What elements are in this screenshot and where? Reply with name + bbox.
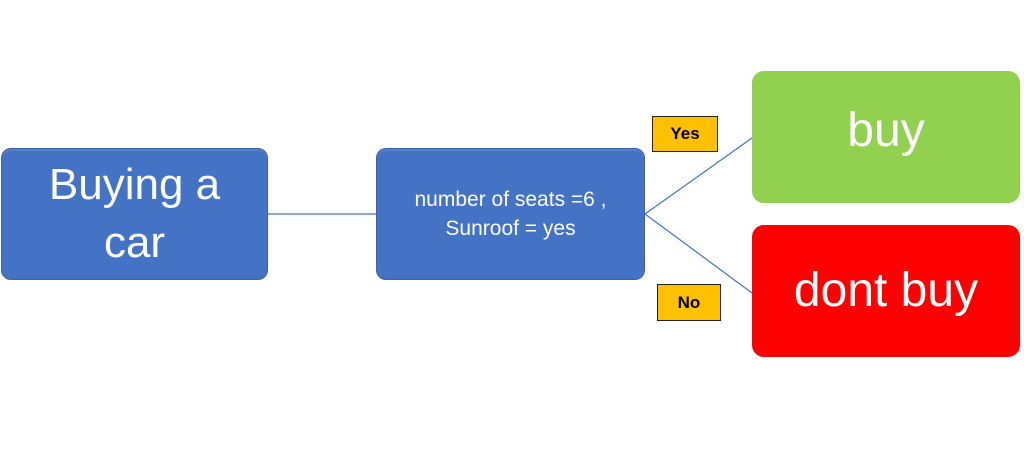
root-node-buying-a-car: Buying a car bbox=[1, 148, 268, 280]
edge-label-yes: Yes bbox=[652, 116, 718, 152]
outcome-node-dont-buy: dont buy bbox=[752, 225, 1020, 357]
decision-node: number of seats =6 , Sunroof = yes bbox=[376, 148, 645, 280]
connector-decision-to-dont-buy bbox=[644, 213, 753, 294]
dont-buy-label: dont buy bbox=[793, 264, 979, 317]
buy-label: buy bbox=[847, 104, 925, 157]
edge-label-no: No bbox=[657, 284, 721, 321]
edge-label-yes-text: Yes bbox=[670, 124, 700, 143]
root-node-label: Buying a car bbox=[48, 160, 221, 267]
connector-decision-to-buy bbox=[644, 137, 753, 215]
edge-label-no-text: No bbox=[677, 292, 701, 312]
outcome-node-buy: buy bbox=[752, 71, 1020, 203]
decision-node-label: number of seats =6 , Sunroof = yes bbox=[414, 188, 607, 240]
